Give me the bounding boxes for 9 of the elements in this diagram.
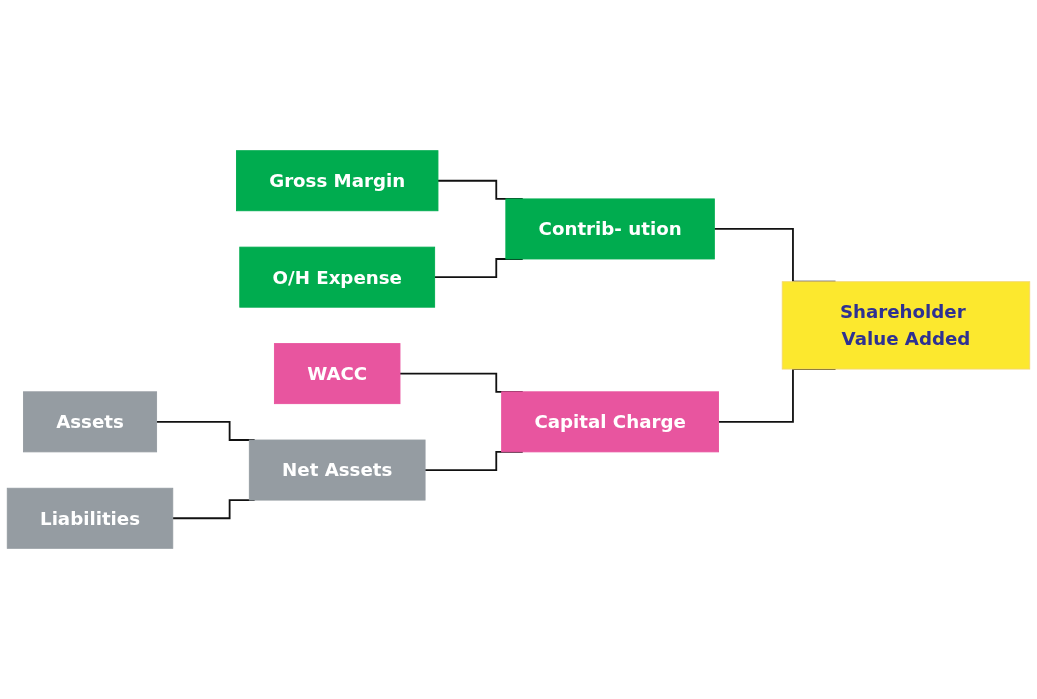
node-box: Liabilities [6,487,174,549]
node-box: Contrib- ution [505,198,715,260]
node-box: Gross Margin [236,150,439,212]
node-box: WACC [273,343,401,405]
node-box: Assets [23,391,158,453]
node-box: O/H Expense [239,246,436,308]
node-box: Shareholder Value Added [781,281,1031,370]
node-box: Capital Charge [501,391,719,453]
node-box: Net Assets [248,439,426,501]
